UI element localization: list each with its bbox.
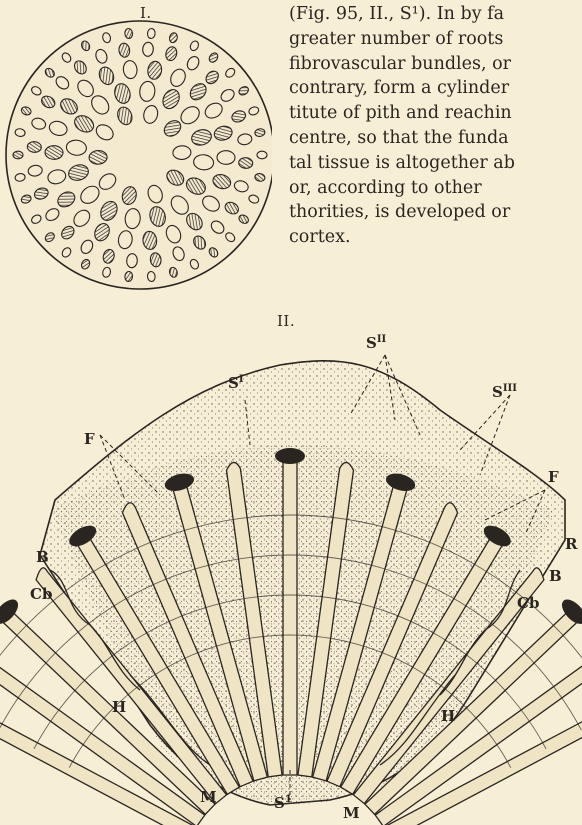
- label-b-left: B: [36, 548, 49, 566]
- cross-section-figure-1: [0, 20, 272, 305]
- label-f-right: F: [548, 468, 559, 486]
- bundle: [257, 151, 267, 159]
- label-b-right: B: [549, 567, 562, 585]
- label-cb-right: Cb: [517, 594, 539, 612]
- text-line: greater number of roots: [289, 27, 582, 52]
- text-line: contrary, form a cylinder: [289, 76, 582, 101]
- label-h-left: H: [112, 698, 126, 716]
- text-line: or, according to other: [289, 176, 582, 201]
- bundle: [124, 28, 132, 39]
- bundle: [217, 150, 235, 164]
- label-s-ii: SII: [366, 334, 386, 352]
- label-s1-bottom: S1: [274, 794, 292, 812]
- label-m-right: M: [343, 804, 360, 822]
- bundle: [142, 42, 154, 57]
- bundle-cap: [275, 448, 305, 464]
- body-text: (Fig. 95, II., S¹). In by fa greater num…: [289, 2, 582, 250]
- label-m-left: M: [200, 788, 217, 806]
- bundle: [147, 28, 155, 39]
- label-cb-left: Cb: [30, 585, 52, 603]
- text-line: centre, so that the funda: [289, 126, 582, 151]
- label-s-iii: SIII: [492, 383, 517, 401]
- bundle: [238, 157, 253, 169]
- bundle: [27, 141, 42, 153]
- text-line: titute of pith and reachin: [289, 101, 582, 126]
- text-line: (Fig. 95, II., S¹). In by fa: [289, 2, 582, 27]
- bundle: [45, 145, 63, 159]
- label-f-left: F: [84, 430, 95, 448]
- label-s-i: SI: [228, 374, 244, 392]
- bundle: [126, 253, 138, 268]
- fibrovascular-bundle: [283, 453, 297, 775]
- text-line: cortex.: [289, 225, 582, 250]
- bundle: [124, 271, 132, 282]
- bundle: [173, 145, 192, 160]
- label-r: R: [565, 535, 577, 553]
- bundle: [13, 151, 23, 159]
- bundle: [147, 271, 155, 282]
- text-line: tal tissue is altogether ab: [289, 151, 582, 176]
- label-h-right: H: [441, 707, 455, 725]
- text-line: fibrovascular bundles, or: [289, 52, 582, 77]
- text-line: thorities, is developed or: [289, 200, 582, 225]
- bundle: [89, 150, 108, 165]
